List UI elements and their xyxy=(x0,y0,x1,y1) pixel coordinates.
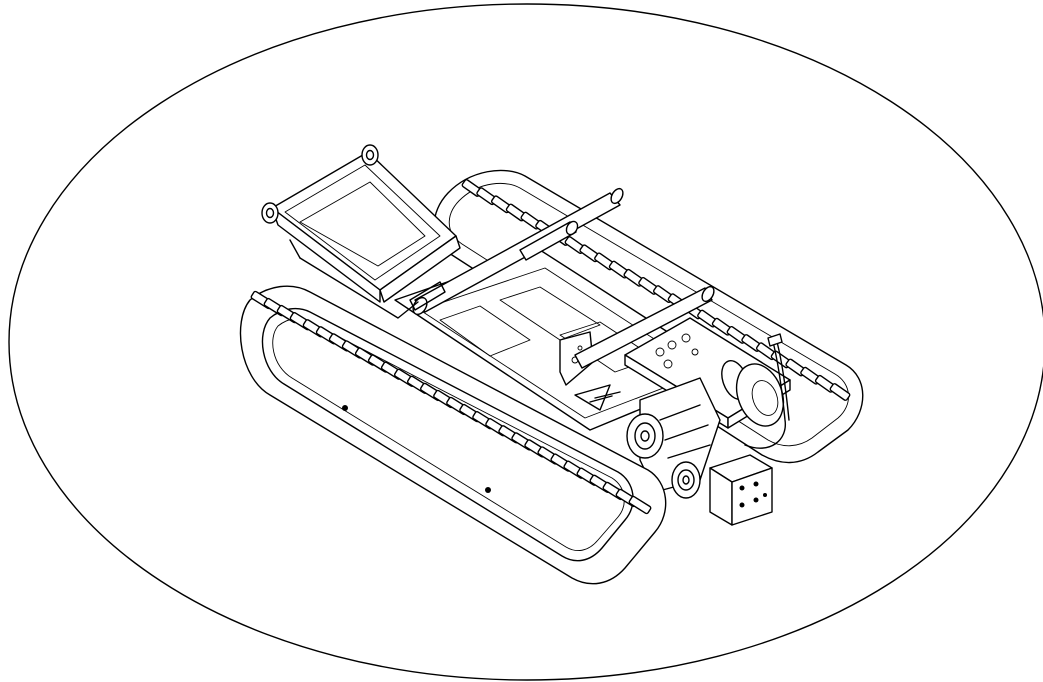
left-track xyxy=(239,285,667,585)
left-track-treads xyxy=(250,290,652,515)
track-bolt xyxy=(342,405,348,411)
tread-lug xyxy=(628,495,652,515)
track-bolt xyxy=(485,487,491,493)
seat-frame xyxy=(261,144,461,319)
control-box xyxy=(709,454,773,526)
cross-rods xyxy=(412,187,715,369)
oval-frame xyxy=(8,3,1043,681)
lower-rod xyxy=(574,287,713,369)
upper-rod-end xyxy=(610,187,624,205)
left-track-side-panel xyxy=(261,307,634,562)
tread-lug xyxy=(829,383,851,401)
cable-antenna xyxy=(744,333,790,449)
